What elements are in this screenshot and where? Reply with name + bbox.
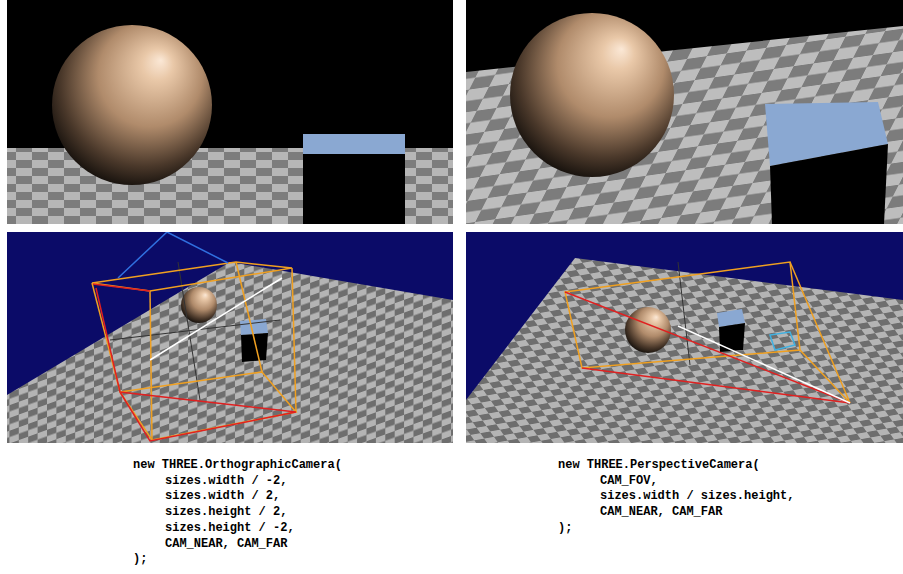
frustum-lines bbox=[565, 262, 850, 403]
code-line-slot: CAM_NEAR, CAM_FAR bbox=[600, 501, 722, 520]
sphere bbox=[510, 13, 674, 177]
scene-background bbox=[466, 232, 903, 443]
cube-front bbox=[303, 154, 405, 224]
code-line-slot: ); bbox=[133, 548, 147, 567]
frustum-lines bbox=[92, 232, 296, 441]
render-background bbox=[466, 0, 903, 224]
code-line-slot: new THREE.PerspectiveCamera( bbox=[558, 454, 760, 473]
perspective-helper-view bbox=[466, 232, 903, 443]
frustum-red bbox=[96, 288, 296, 441]
code-line-slot: new THREE.OrthographicCamera( bbox=[133, 454, 342, 473]
code-line-slot: sizes.height / 2, bbox=[165, 501, 287, 520]
cube-top bbox=[240, 319, 268, 335]
code-line: sizes.width / -2, bbox=[165, 474, 287, 488]
frustum-far bbox=[565, 262, 800, 368]
perspective-render bbox=[466, 0, 903, 224]
cube-front bbox=[770, 144, 888, 224]
helper-line bbox=[110, 320, 280, 340]
sphere bbox=[52, 25, 212, 185]
code-line-slot: ); bbox=[558, 517, 572, 536]
frustum-edge bbox=[292, 268, 296, 412]
code-line: sizes.height / -2, bbox=[165, 521, 295, 535]
frustum-near bbox=[770, 332, 795, 350]
code-line: new THREE.OrthographicCamera( bbox=[133, 458, 342, 472]
code-line-slot: CAM_NEAR, CAM_FAR bbox=[165, 533, 287, 552]
orthographic-helper-view bbox=[7, 232, 453, 443]
render-background bbox=[7, 0, 453, 224]
code-line: new THREE.PerspectiveCamera( bbox=[558, 458, 760, 472]
orthographic-render bbox=[7, 0, 453, 224]
code-line-slot: sizes.height / -2, bbox=[165, 517, 295, 536]
checker-floor bbox=[466, 258, 903, 443]
code-line: ); bbox=[133, 552, 147, 566]
code-line: ); bbox=[558, 521, 572, 535]
view-direction bbox=[678, 326, 850, 403]
code-line: CAM_FOV, bbox=[600, 474, 658, 488]
code-line: CAM_NEAR, CAM_FAR bbox=[165, 537, 287, 551]
cube-front bbox=[719, 323, 745, 352]
checker-floor bbox=[7, 262, 453, 443]
frustum-edge bbox=[790, 262, 850, 403]
code-line-slot: sizes.width / -2, bbox=[165, 470, 287, 489]
code-line: sizes.width / 2, bbox=[165, 489, 280, 503]
up-triangle bbox=[118, 232, 228, 278]
code-line-slot: sizes.width / sizes.height, bbox=[600, 485, 794, 504]
code-line: CAM_NEAR, CAM_FAR bbox=[600, 505, 722, 519]
cube-top bbox=[303, 134, 405, 154]
frustum-edge bbox=[150, 291, 152, 440]
frustum-edge bbox=[236, 262, 262, 372]
frustum-red bbox=[565, 292, 850, 403]
frustum-red bbox=[93, 284, 150, 291]
helper-line bbox=[678, 262, 690, 365]
frustum-edge bbox=[800, 350, 850, 403]
code-line: sizes.height / 2, bbox=[165, 505, 287, 519]
view-direction bbox=[150, 278, 282, 360]
scene-background bbox=[7, 232, 453, 443]
code-line: sizes.width / sizes.height, bbox=[600, 489, 794, 503]
code-line-slot: sizes.width / 2, bbox=[165, 485, 280, 504]
code-line-slot: CAM_FOV, bbox=[600, 470, 658, 489]
frustum-far bbox=[92, 262, 292, 291]
